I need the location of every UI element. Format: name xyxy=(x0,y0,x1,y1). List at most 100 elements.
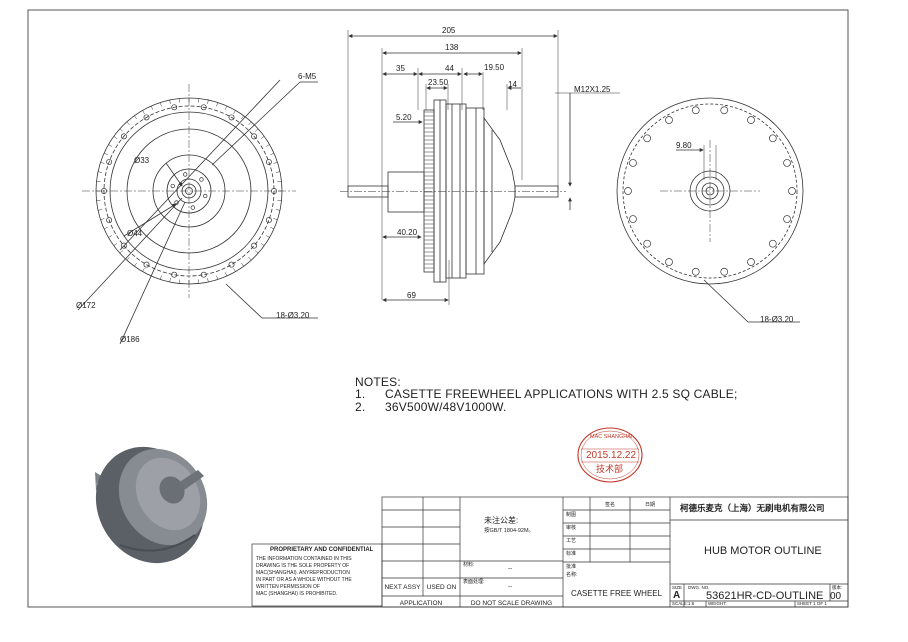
left-view xyxy=(78,80,318,344)
rim-scallop xyxy=(748,259,755,266)
cassette-teeth xyxy=(424,112,434,268)
rim-tick xyxy=(208,100,209,104)
rim-tick xyxy=(217,103,218,107)
rim-tick xyxy=(270,153,274,155)
role-standard: 标准 xyxy=(566,552,576,557)
rim-scallop xyxy=(784,216,791,223)
proprietary-title: PROPRIETARY AND CONFIDENTIAL xyxy=(270,547,373,553)
rim-tick xyxy=(108,236,111,238)
role-checked: 审核 xyxy=(566,526,576,531)
rim-scallop xyxy=(692,268,699,275)
rim-tick xyxy=(143,110,145,113)
rim-tick xyxy=(120,129,123,132)
rim-scallop xyxy=(644,135,651,142)
part-name: CASETTE FREE WHEEL xyxy=(563,589,670,598)
spoke-hole xyxy=(229,262,234,267)
tolerance-standard: 按GB/T 1804-92M。 xyxy=(484,529,534,535)
dim-14: 14 xyxy=(508,81,517,89)
scale-label: SCALE:1:6 xyxy=(672,602,694,607)
dim-holes-right: 18-Ø3.20 xyxy=(760,316,793,324)
rim-tick xyxy=(151,106,153,110)
rim-tick xyxy=(217,276,218,280)
rim-scallop xyxy=(666,116,673,123)
proprietary-line-6: MAC (SHANGHAI) IS PROHIBITED. xyxy=(256,592,337,597)
spoke-hole xyxy=(252,134,257,139)
rim-tick xyxy=(151,272,153,276)
dim-dia-172: Ø172 xyxy=(76,302,96,310)
rim-scallop xyxy=(644,240,651,247)
dim-44: 44 xyxy=(445,65,454,73)
material-label: 材料: xyxy=(463,563,474,568)
dim-40-20: 40.20 xyxy=(397,229,417,237)
rim-tick xyxy=(270,227,274,229)
m5-hole xyxy=(191,206,195,210)
sheet-label: SHEET 1 OF 1 xyxy=(797,602,827,607)
rim-tick xyxy=(101,162,105,163)
dim-35: 35 xyxy=(396,65,405,73)
rim-scallop xyxy=(629,216,636,223)
stamp-date: 2015.12.22 xyxy=(586,451,636,461)
dim-dia-44: Ø44 xyxy=(127,230,142,238)
dim-holes-left: 18-Ø3.20 xyxy=(276,312,309,320)
note-2-text: 36V500W/48V1000W. xyxy=(385,401,506,413)
stamp-dept: 技术部 xyxy=(596,465,623,474)
stamp-top-text: MAC SHANGHAI xyxy=(590,435,632,441)
note-1-number: 1. xyxy=(355,388,365,400)
rim-tick xyxy=(255,251,258,254)
dim-23-50: 23.50 xyxy=(428,79,448,87)
rim-scallop xyxy=(692,107,699,114)
rim-scallop xyxy=(769,135,776,142)
rim-tick xyxy=(143,268,145,271)
dim-6-m5: 6-M5 xyxy=(298,73,316,81)
rim-scallop xyxy=(629,159,636,166)
rim-tick xyxy=(208,278,209,282)
rim-tick xyxy=(255,129,258,132)
m5-hole xyxy=(171,184,175,188)
rim-tick xyxy=(104,227,108,229)
rim-tick xyxy=(261,243,264,245)
rim-tick xyxy=(127,122,130,125)
rim-tick xyxy=(225,106,227,110)
dim-205: 205 xyxy=(442,27,455,35)
proprietary-line-3: MAC(SHANGHAI). ANYREPRODUCTION xyxy=(256,571,350,576)
rim-tick xyxy=(266,236,269,238)
rim-tick xyxy=(120,251,123,254)
name-label: 名称: xyxy=(566,573,577,578)
rim-tick xyxy=(134,263,136,266)
rim-scallop xyxy=(769,240,776,247)
rim-tick xyxy=(249,122,252,125)
rim-tick xyxy=(98,210,102,211)
dim-dia-33: Ø33 xyxy=(134,157,149,165)
dim-9-80: 9.80 xyxy=(676,142,692,150)
rim-tick xyxy=(225,272,227,276)
rim-tick xyxy=(276,172,280,173)
rim-tick xyxy=(160,103,161,107)
right-view xyxy=(617,98,803,322)
rim-tick xyxy=(274,219,278,220)
date-header: 日期 xyxy=(630,501,670,508)
dim-69: 69 xyxy=(407,292,416,300)
rim-tick xyxy=(160,276,161,280)
dim-m12: M12X1.25 xyxy=(574,86,610,94)
rim-tick xyxy=(114,136,117,138)
proprietary-line-2: DRAWING IS THE SOLE PROPERTY OF xyxy=(256,564,349,569)
rim-scallop xyxy=(721,107,728,114)
surface-label: 表面处理: xyxy=(463,580,484,585)
rim-tick xyxy=(134,116,136,119)
dim-138: 138 xyxy=(445,44,458,52)
rim-scallop xyxy=(784,159,791,166)
rim-tick xyxy=(108,145,111,147)
do-not-scale-label: DO NOT SCALE DRAWING xyxy=(460,600,563,607)
application-label: APPLICATION xyxy=(382,600,460,607)
role-approved: 批准 xyxy=(566,565,576,570)
size-value: A xyxy=(673,591,680,601)
sign-header: 签名 xyxy=(590,501,630,508)
middle-view xyxy=(340,30,620,305)
role-process: 工艺 xyxy=(566,539,576,544)
m5-hole xyxy=(200,178,204,182)
rim-tick xyxy=(104,153,108,155)
used-on-label: USED ON xyxy=(423,584,460,591)
rev-label: 版本: xyxy=(832,586,842,591)
rim-tick xyxy=(170,100,171,104)
